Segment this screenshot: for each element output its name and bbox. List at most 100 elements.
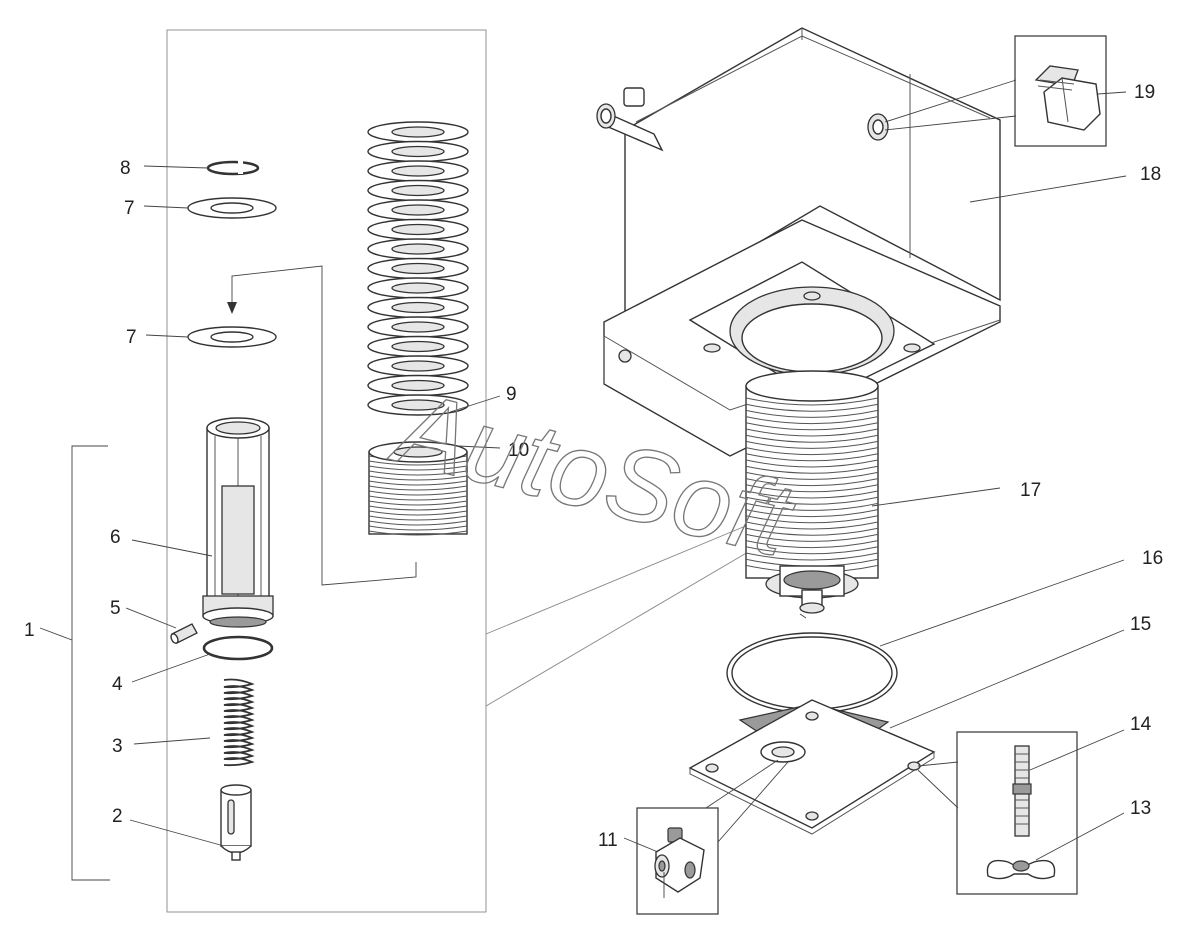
callout-18: 18 bbox=[1140, 164, 1161, 185]
callout-16: 16 bbox=[1142, 548, 1163, 569]
callout-14: 14 bbox=[1130, 714, 1152, 735]
assembly-bracket bbox=[71, 445, 110, 881]
bellows-fold bbox=[745, 397, 879, 406]
disc-hole bbox=[391, 340, 445, 353]
disc-hole bbox=[391, 360, 445, 372]
sleeve-groove bbox=[368, 485, 468, 491]
sleeve-groove bbox=[368, 510, 468, 516]
disc-hole bbox=[391, 282, 445, 294]
disc-hole bbox=[391, 379, 445, 392]
sleeve-groove bbox=[368, 470, 468, 476]
part-19-plug-inset bbox=[884, 35, 1107, 147]
callout-1: 1 bbox=[24, 620, 35, 641]
callout-8: 8 bbox=[120, 158, 131, 179]
sleeve-bore bbox=[393, 446, 443, 458]
callout-labels: 1 2 3 4 5 6 7 7 8 9 10 11 13 14 15 16 17… bbox=[24, 82, 1163, 851]
part-17-bellows bbox=[745, 370, 879, 619]
bellows-fold bbox=[745, 428, 879, 437]
part-11-valve-inset bbox=[636, 759, 789, 915]
callout-19: 19 bbox=[1134, 82, 1155, 103]
disc-hole bbox=[391, 165, 445, 177]
callout-15: 15 bbox=[1130, 614, 1151, 635]
sleeve-groove bbox=[368, 495, 468, 501]
callout-7-upper: 7 bbox=[124, 198, 135, 219]
bellows-fold bbox=[745, 552, 879, 561]
bellows-fold bbox=[745, 465, 879, 474]
part-2-plunger bbox=[220, 784, 252, 861]
sleeve-groove bbox=[368, 530, 468, 536]
part-6-cylinder-cage bbox=[202, 417, 274, 628]
disc-hole bbox=[391, 184, 445, 197]
part-18-housing bbox=[596, 27, 1001, 457]
disc-hole bbox=[391, 223, 445, 236]
disc-hole bbox=[391, 262, 445, 275]
sleeve-groove bbox=[368, 465, 468, 471]
disc-hole bbox=[391, 301, 445, 314]
bellows-fold bbox=[745, 490, 879, 499]
sleeve-groove bbox=[368, 525, 468, 531]
bellows-fold bbox=[745, 509, 879, 518]
bellows-fold bbox=[745, 422, 879, 431]
bellows-fold bbox=[745, 416, 879, 425]
disc-hole bbox=[391, 145, 445, 158]
disc-hole bbox=[391, 243, 445, 255]
bellows-fold bbox=[745, 484, 879, 493]
bellows-fold bbox=[745, 409, 879, 418]
sleeve-groove bbox=[368, 515, 468, 521]
callout-9: 9 bbox=[506, 384, 517, 405]
sleeve-groove bbox=[368, 490, 468, 496]
part-7-washer-upper bbox=[187, 197, 277, 219]
bellows-fold bbox=[745, 403, 879, 412]
bellows-fold bbox=[745, 478, 879, 487]
callout-leaders bbox=[125, 91, 1127, 861]
part-15-cover-plate bbox=[688, 699, 936, 835]
bellows-fold bbox=[745, 527, 879, 536]
sleeve-groove bbox=[368, 475, 468, 481]
bellows-fold bbox=[745, 471, 879, 480]
bellows-fold bbox=[745, 502, 879, 511]
bellows-fold bbox=[745, 540, 879, 549]
part-8-snap-ring bbox=[206, 160, 260, 176]
sleeve-groove bbox=[368, 480, 468, 486]
bellows-fold bbox=[745, 533, 879, 542]
sleeve-groove bbox=[368, 505, 468, 511]
callout-3: 3 bbox=[112, 736, 123, 757]
callout-13: 13 bbox=[1130, 798, 1151, 819]
part-13-14-inset bbox=[917, 731, 1078, 895]
left-panel-frame bbox=[166, 29, 487, 913]
bellows-fold bbox=[745, 496, 879, 505]
disc-hole bbox=[391, 321, 445, 333]
bellows-fold bbox=[745, 521, 879, 530]
disc-hole bbox=[391, 399, 445, 411]
callout-6: 6 bbox=[110, 527, 121, 548]
sleeve-groove bbox=[368, 500, 468, 506]
part-5-pin bbox=[170, 623, 198, 644]
part-9-disc-stack bbox=[367, 121, 469, 416]
bellows-fold bbox=[745, 447, 879, 456]
disc-hole bbox=[391, 126, 445, 138]
part-7-washer-lower bbox=[187, 326, 277, 348]
sleeve-groove bbox=[368, 520, 468, 526]
guide-arrowhead bbox=[227, 302, 237, 314]
callout-4: 4 bbox=[112, 674, 123, 695]
bellows-fold bbox=[745, 434, 879, 443]
callout-11: 11 bbox=[598, 830, 618, 851]
sleeve-groove bbox=[368, 460, 468, 466]
bellows-fold bbox=[745, 546, 879, 555]
bellows-fold bbox=[745, 453, 879, 462]
disc-hole bbox=[391, 204, 445, 216]
part-3-spring bbox=[223, 678, 255, 767]
callout-10: 10 bbox=[508, 440, 529, 461]
part-10-grooved-sleeve bbox=[368, 441, 468, 536]
callout-7-lower: 7 bbox=[126, 327, 137, 348]
spring-coil bbox=[223, 678, 255, 767]
callout-2: 2 bbox=[112, 806, 123, 827]
bellows-fold bbox=[745, 440, 879, 449]
callout-5: 5 bbox=[110, 598, 121, 619]
bellows-fold bbox=[745, 459, 879, 468]
assembly-guide-line bbox=[231, 265, 417, 586]
bellows-fold bbox=[745, 515, 879, 524]
part-4-o-ring bbox=[202, 635, 274, 661]
callout-17: 17 bbox=[1020, 480, 1041, 501]
